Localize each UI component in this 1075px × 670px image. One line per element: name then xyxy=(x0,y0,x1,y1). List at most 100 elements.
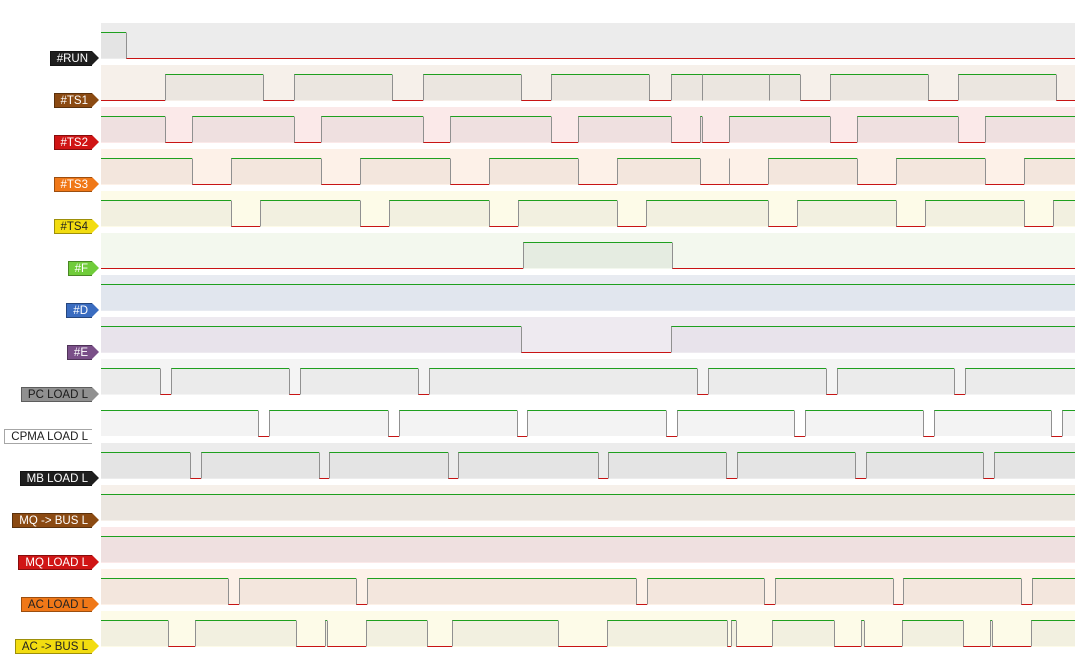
high-fill xyxy=(429,368,697,394)
high-fill xyxy=(729,116,830,142)
waveform-pc-load-l xyxy=(101,368,1075,395)
high-fill xyxy=(321,116,423,142)
high-fill xyxy=(101,368,160,394)
high-fill xyxy=(772,620,834,646)
signal-tag-arrow-icon xyxy=(92,387,99,401)
high-fill xyxy=(300,368,418,394)
high-fill xyxy=(101,620,168,646)
high-fill xyxy=(329,452,448,478)
high-fill xyxy=(101,32,126,58)
waveform-ts2 xyxy=(101,116,1075,143)
high-fill xyxy=(768,158,857,184)
high-fill xyxy=(201,452,319,478)
high-fill xyxy=(239,578,356,604)
signal-name: #D xyxy=(66,302,92,318)
signal-name: MB LOAD L xyxy=(19,470,92,486)
waveform-mq-to-bus-l xyxy=(101,494,1075,520)
high-fill xyxy=(260,200,360,226)
signal-label-column: #RUN #TS1 #TS2 #TS3 #TS4 #F #D #E PC LOAD L CPMA … xyxy=(0,0,102,670)
high-fill xyxy=(857,116,958,142)
high-fill xyxy=(837,368,954,394)
waveform-mq-load-l xyxy=(101,536,1075,562)
high-fill xyxy=(708,368,826,394)
signal-label-ts2[interactable]: #TS2 xyxy=(53,134,99,150)
signal-label-f[interactable]: #F xyxy=(67,260,99,276)
waveform-ac-load-l xyxy=(101,578,1075,605)
high-fill xyxy=(171,368,289,394)
signal-tag-arrow-icon xyxy=(92,345,99,359)
high-fill xyxy=(861,620,864,646)
signal-name: MQ LOAD L xyxy=(18,554,92,570)
signal-label-cpma-load-l[interactable]: CPMA LOAD L xyxy=(4,428,99,444)
high-fill xyxy=(101,158,192,184)
high-fill xyxy=(902,620,963,646)
signal-label-mq-load-l[interactable]: MQ LOAD L xyxy=(18,554,99,570)
signal-tag-arrow-icon xyxy=(92,513,99,527)
signal-label-pc-load-l[interactable]: PC LOAD L xyxy=(20,386,99,402)
waveform-area[interactable] xyxy=(101,0,1075,670)
high-fill xyxy=(934,410,1051,436)
high-fill xyxy=(101,326,521,352)
high-fill xyxy=(578,116,671,142)
high-fill xyxy=(958,74,1056,100)
signal-label-ts4[interactable]: #TS4 xyxy=(53,218,99,234)
high-fill xyxy=(423,74,521,100)
signal-tag-arrow-icon xyxy=(92,51,99,65)
high-fill xyxy=(551,74,649,100)
high-fill xyxy=(450,116,551,142)
high-fill xyxy=(647,578,764,604)
waveform-d xyxy=(101,284,1075,310)
high-fill xyxy=(399,410,517,436)
signal-label-ts1[interactable]: #TS1 xyxy=(53,92,99,108)
signal-label-d[interactable]: #D xyxy=(66,302,99,318)
high-fill xyxy=(731,620,736,646)
signal-label-e[interactable]: #E xyxy=(66,344,99,360)
signal-band-run xyxy=(101,23,1075,59)
signal-name: AC -> BUS L xyxy=(14,638,92,654)
high-fill xyxy=(775,578,893,604)
high-fill xyxy=(830,74,928,100)
signal-name: PC LOAD L xyxy=(20,386,92,402)
high-fill xyxy=(737,452,855,478)
signal-name: #TS2 xyxy=(53,134,92,150)
signal-label-mb-load-l[interactable]: MB LOAD L xyxy=(19,470,99,486)
signal-name: AC LOAD L xyxy=(20,596,92,612)
signal-tag-arrow-icon xyxy=(92,429,99,443)
high-fill xyxy=(367,578,636,604)
high-fill xyxy=(101,494,1075,520)
signal-tag-arrow-icon xyxy=(92,303,99,317)
waveform-run xyxy=(101,32,1075,59)
high-fill xyxy=(805,410,923,436)
high-fill xyxy=(671,326,1075,352)
signal-name: MQ -> BUS L xyxy=(12,512,92,528)
waveform-e xyxy=(101,326,1075,353)
signal-tag-arrow-icon xyxy=(92,135,99,149)
signal-tag-arrow-icon xyxy=(92,639,99,653)
waveform-cpma-load-l xyxy=(101,410,1075,437)
signal-tag-arrow-icon xyxy=(92,177,99,191)
signal-label-ac-to-bus-l[interactable]: AC -> BUS L xyxy=(14,638,99,654)
high-fill xyxy=(1031,620,1075,646)
signal-label-run[interactable]: #RUN xyxy=(49,50,99,66)
high-fill xyxy=(101,452,190,478)
waveform-canvas[interactable] xyxy=(101,0,1075,670)
high-fill xyxy=(994,452,1075,478)
high-fill xyxy=(165,74,263,100)
high-fill xyxy=(269,410,388,436)
high-fill xyxy=(366,620,427,646)
signal-label-mq-to-bus-l[interactable]: MQ -> BUS L xyxy=(12,512,99,528)
signal-tag-arrow-icon xyxy=(92,555,99,569)
high-fill xyxy=(527,410,666,436)
high-fill xyxy=(489,158,578,184)
high-fill xyxy=(1062,410,1075,436)
high-fill xyxy=(903,578,1021,604)
high-fill xyxy=(925,200,1024,226)
high-fill xyxy=(101,410,258,436)
high-fill xyxy=(1032,578,1075,604)
signal-label-ac-load-l[interactable]: AC LOAD L xyxy=(20,596,99,612)
signal-tag-arrow-icon xyxy=(92,471,99,485)
waveform-mb-load-l xyxy=(101,452,1075,479)
high-fill xyxy=(192,116,294,142)
signal-label-ts3[interactable]: #TS3 xyxy=(53,176,99,192)
high-fill xyxy=(677,410,794,436)
